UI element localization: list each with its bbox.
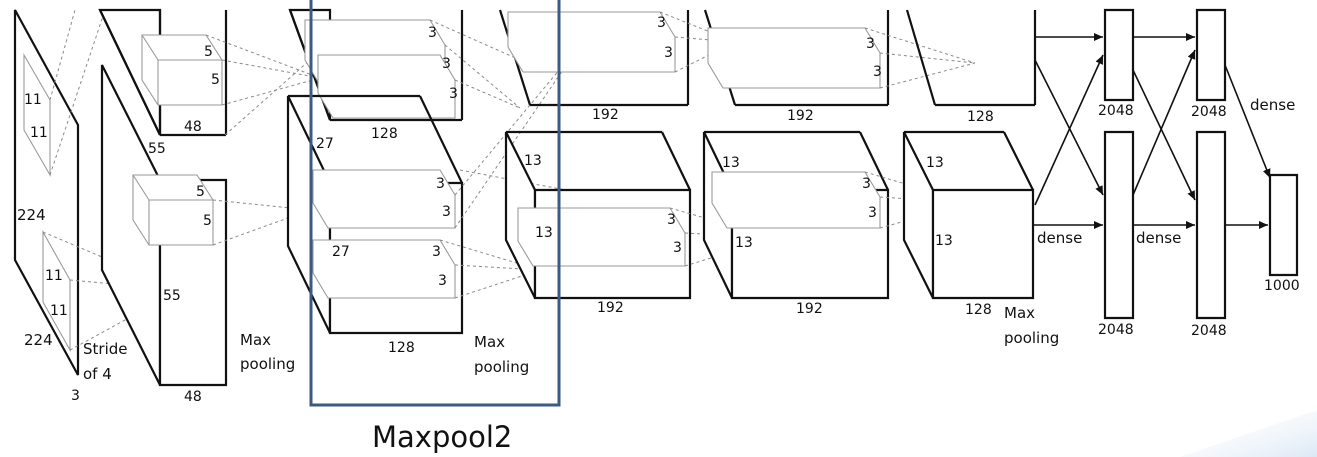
input-224-bottom-label: 224	[24, 331, 53, 349]
kernel1-11d-label: 11	[50, 303, 68, 319]
conv3-13a-label: 13	[524, 153, 542, 169]
corner-accent	[1180, 410, 1317, 457]
conv4-bottom-block	[702, 130, 890, 300]
conv1-5d-label: 5	[203, 213, 212, 229]
maxpool2-pooling-label: pooling	[474, 358, 529, 376]
conv4-3a-label: 3	[866, 36, 875, 52]
conv1-48-bottom-label: 48	[184, 389, 202, 405]
conv4-192-top-label: 192	[787, 108, 814, 124]
conv5-13b-label: 13	[935, 233, 953, 249]
kernel1-11c-label: 11	[45, 268, 63, 284]
conv1-5c-label: 5	[196, 184, 205, 200]
conv1-5a-label: 5	[204, 44, 213, 60]
conv1-55a-label: 55	[148, 141, 166, 157]
dense-top-label: dense	[1250, 96, 1295, 114]
output-block	[1268, 173, 1299, 277]
fc1-2048-top-label: 2048	[1098, 103, 1134, 119]
conv4-192-bottom-label: 192	[796, 301, 823, 317]
maxpool3-pooling-label: pooling	[1004, 329, 1059, 347]
fc1-2048-bottom-label: 2048	[1098, 322, 1134, 338]
kernel1-11a-label: 11	[24, 92, 42, 108]
labels: 224 224 3 11 11 11 11 Stride of 4 55 55 …	[17, 15, 1300, 454]
conv5-128-top-label: 128	[967, 109, 994, 125]
conv2-3b-label: 3	[442, 56, 451, 72]
fc2-top-block	[1195, 8, 1227, 102]
maxpool1-pooling-label: pooling	[240, 355, 295, 373]
conv3-3d-label: 3	[673, 240, 682, 256]
dense-arrows	[1033, 33, 1271, 229]
stride-label: Stride	[83, 340, 128, 358]
input-224-side-label: 224	[17, 206, 46, 224]
fc2-bottom-block	[1195, 130, 1227, 320]
kernel1-11b-label: 11	[30, 125, 48, 141]
fc2-2048-bottom-label: 2048	[1191, 323, 1227, 339]
output-1000-label: 1000	[1264, 278, 1300, 294]
conv2-bottom-block	[286, 94, 464, 335]
fc2-2048-top-label: 2048	[1191, 104, 1227, 120]
conv2-3f-label: 3	[432, 244, 441, 260]
maxpool1-max-label: Max	[240, 331, 271, 349]
conv2-3g-label: 3	[438, 273, 447, 289]
conv1-55b-label: 55	[163, 288, 181, 304]
fc1-top-block	[1103, 8, 1135, 102]
conv2-3c-label: 3	[449, 86, 458, 102]
conv1-top-block	[98, 8, 228, 137]
conv2-27a-label: 27	[316, 136, 334, 152]
conv2-top-block	[288, 8, 464, 122]
conv1-5b-label: 5	[211, 72, 220, 88]
conv2-128-top-label: 128	[371, 126, 398, 142]
dense-a-label: dense	[1037, 229, 1082, 247]
conv3-3a-label: 3	[657, 15, 666, 31]
maxpool2-caption: Maxpool2	[372, 420, 512, 454]
conv3-13b-label: 13	[535, 225, 553, 241]
stride-of-label: of 4	[83, 365, 112, 383]
conv5-top-block	[905, 9, 1037, 107]
conv5-128-bottom-label: 128	[965, 302, 992, 318]
fc1-bottom-block	[1103, 130, 1135, 320]
conv3-192-bottom-label: 192	[597, 300, 624, 316]
conv5-13a-label: 13	[926, 155, 944, 171]
conv1-bottom-block	[100, 64, 228, 387]
conv2-128-bottom-label: 128	[388, 340, 415, 356]
conv2-3d-label: 3	[436, 176, 445, 192]
maxpool2-highlight-box	[309, 0, 561, 407]
maxpool3-max-label: Max	[1004, 304, 1035, 322]
input-layer	[13, 9, 80, 376]
conv3-top-block	[498, 9, 690, 107]
conv3-3c-label: 3	[667, 212, 676, 228]
conv4-13b-label: 13	[735, 235, 753, 251]
conv4-3c-label: 3	[862, 176, 871, 192]
dense-b-label: dense	[1136, 229, 1181, 247]
maxpool2-max-label: Max	[474, 333, 505, 351]
conv3-192-top-label: 192	[592, 107, 619, 123]
input-3-label: 3	[71, 388, 80, 404]
conv2-27b-label: 27	[332, 244, 350, 260]
conv4-3d-label: 3	[868, 205, 877, 221]
conv4-3b-label: 3	[873, 64, 882, 80]
conv3-bottom-block	[504, 130, 692, 300]
conv4-top-block	[703, 9, 890, 107]
conv3-3b-label: 3	[664, 45, 673, 61]
conv4-13a-label: 13	[722, 155, 740, 171]
conv2-3e-label: 3	[442, 204, 451, 220]
conv5-bottom-block	[902, 130, 1035, 300]
conv1-48-top-label: 48	[184, 119, 202, 135]
conv2-3a-label: 3	[428, 25, 437, 41]
